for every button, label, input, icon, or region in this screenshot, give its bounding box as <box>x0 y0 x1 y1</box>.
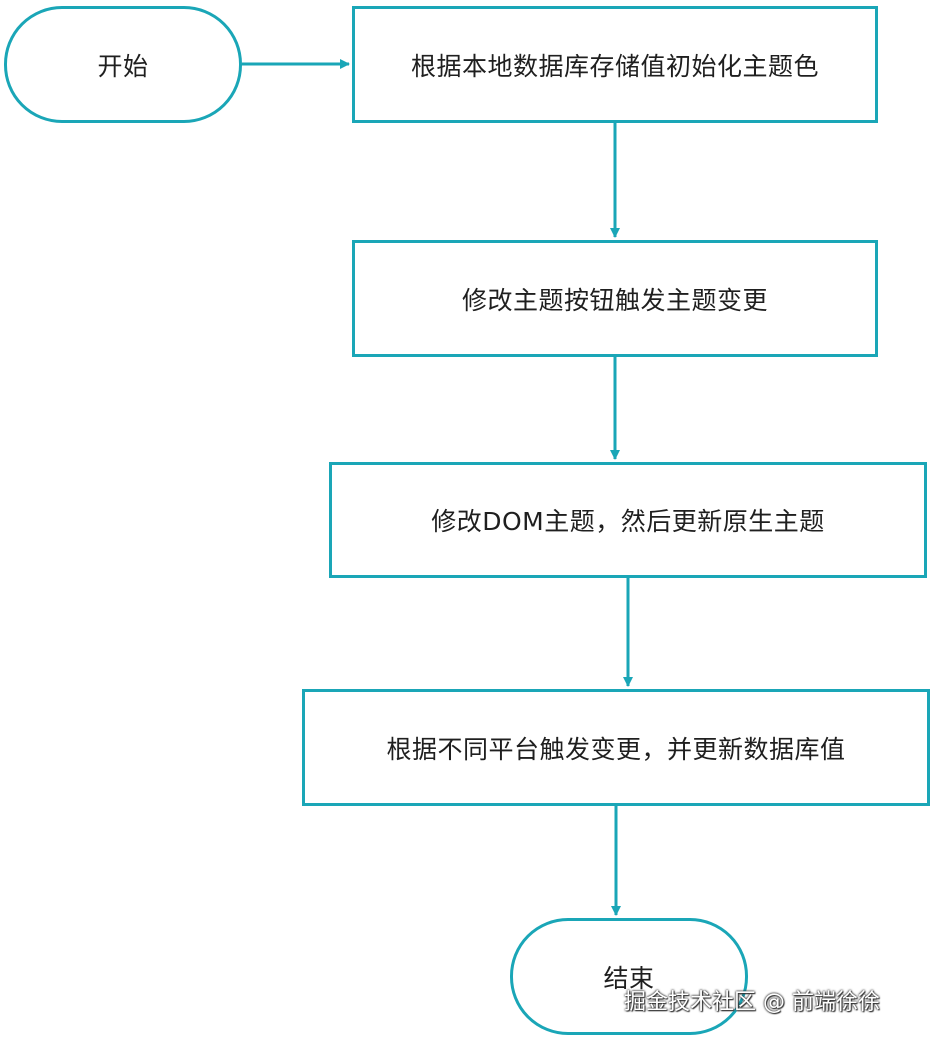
step-platform-update: 根据不同平台触发变更，并更新数据库值 <box>302 689 930 806</box>
step-platform-update-label: 根据不同平台触发变更，并更新数据库值 <box>386 734 846 764</box>
watermark: 掘金技术社区 @ 前端徐徐 <box>624 990 880 1015</box>
end-node-label: 结束 <box>603 963 655 993</box>
end-node: 结束 <box>510 918 748 1035</box>
step-update-dom-theme: 修改DOM主题，然后更新原生主题 <box>329 462 927 578</box>
step-init-theme-label: 根据本地数据库存储值初始化主题色 <box>410 51 819 81</box>
start-node: 开始 <box>4 6 242 123</box>
step-theme-button-label: 修改主题按钮触发主题变更 <box>461 285 768 315</box>
step-update-dom-theme-label: 修改DOM主题，然后更新原生主题 <box>431 507 825 536</box>
step-init-theme: 根据本地数据库存储值初始化主题色 <box>352 6 878 123</box>
step-theme-button: 修改主题按钮触发主题变更 <box>352 240 878 357</box>
start-node-label: 开始 <box>97 51 149 81</box>
